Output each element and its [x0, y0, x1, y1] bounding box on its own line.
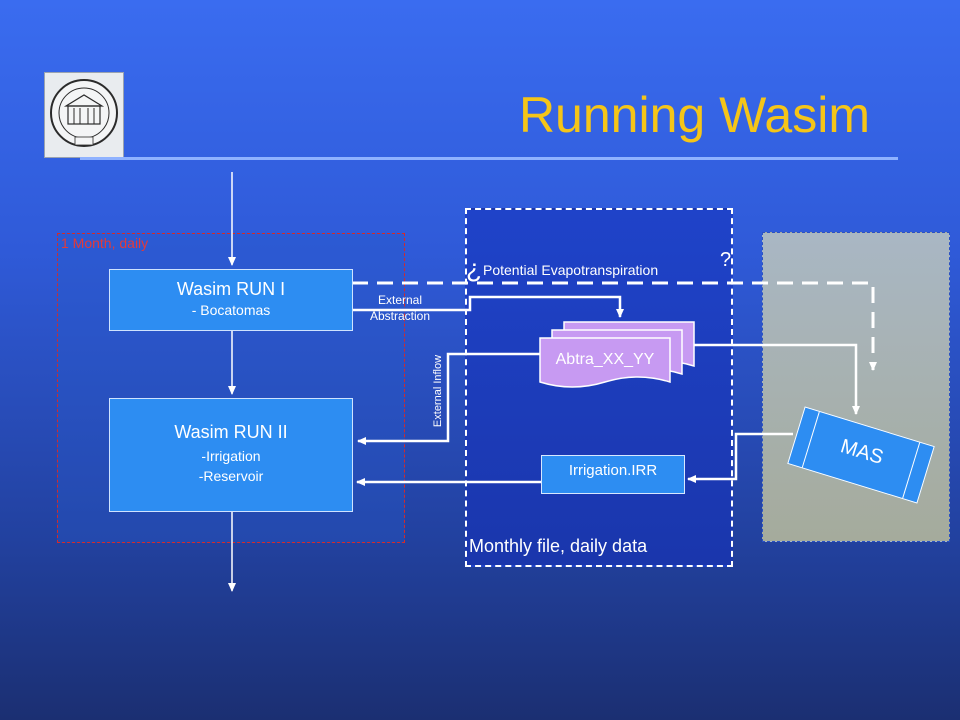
- mas-to-irrigation-arrow: [687, 432, 793, 483]
- pet-label: Potential Evapotranspiration: [483, 262, 659, 278]
- university-seal-icon: [44, 72, 124, 158]
- file-exchange-frame: [465, 208, 733, 567]
- wasim-run-1-box: Wasim RUN I - Bocatomas: [109, 269, 353, 331]
- abtra-label: Abtra_XX_YY: [555, 351, 655, 368]
- abtra-to-mas-arrow: [694, 343, 860, 415]
- pet-open-question-mark: ¿: [466, 253, 482, 283]
- external-inflow-label: External Inflow: [432, 354, 444, 428]
- run2-line-reservoir: -Reservoir: [198, 468, 264, 484]
- pet-close-question-mark: ?: [720, 249, 732, 271]
- run2-title: Wasim RUN II: [174, 422, 288, 442]
- wasim-run-2-box: Wasim RUN II -Irrigation -Reservoir: [109, 398, 353, 512]
- irrigation-file-box: [541, 455, 685, 494]
- run1-subtitle: - Bocatomas: [191, 302, 271, 318]
- slide-title: Running Wasim: [518, 87, 870, 143]
- run1-title: Wasim RUN I: [176, 279, 286, 299]
- pet-dashed-arrow: [352, 281, 877, 371]
- file-exchange-label: Monthly file, daily data: [469, 536, 648, 556]
- monthly-loop-label: 1 Month, daily: [61, 235, 149, 251]
- external-abstraction-arrow: [352, 295, 624, 318]
- irrigation-file-label: Irrigation.IRR: [568, 462, 658, 479]
- external-inflow-arrow: [357, 352, 541, 445]
- external-abstraction-label: External Abstraction: [369, 293, 431, 323]
- title-underline: [80, 157, 898, 160]
- run2-line-irrigation: -Irrigation: [201, 448, 261, 464]
- abtra-document-stack: [539, 321, 695, 388]
- seal-drawing: [50, 79, 118, 147]
